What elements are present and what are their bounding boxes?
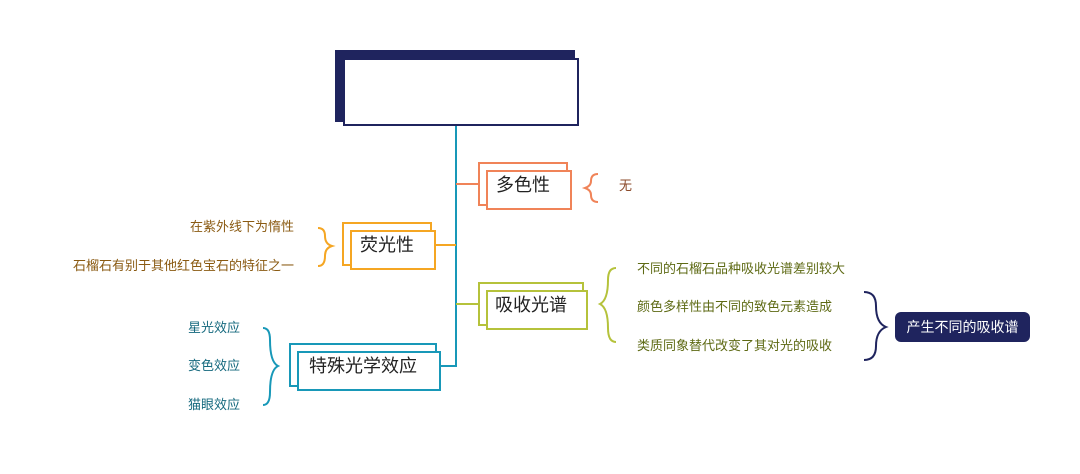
- leaf-xishouguangpu-1: 不同的石榴石品种吸收光谱差别较大: [637, 262, 846, 277]
- leaf-teshu-2: 变色效应: [187, 359, 240, 374]
- leaf-yingguangxing-1: 在紫外线下为惰性: [189, 220, 294, 235]
- brace-ying: [317, 227, 336, 267]
- leaf-xishouguangpu-2: 颜色多样性由不同的致色元素造成: [637, 300, 833, 315]
- brace-duo: [581, 173, 599, 203]
- brace-result: [863, 291, 889, 361]
- branch-node-yingguangxing[interactable]: 荧光性: [342, 222, 436, 270]
- leaf-xishouguangpu-3: 类质同象替代改变了其对光的吸收: [637, 339, 833, 354]
- branch-node-duosexing[interactable]: 多色性: [478, 162, 572, 210]
- branch-node-xishouguangpu[interactable]: 吸收光谱: [478, 282, 588, 330]
- result-node[interactable]: 产生不同的吸收谱: [895, 312, 1030, 342]
- brace-te: [262, 327, 281, 406]
- leaf-yingguangxing-2: 石榴石有别于其他红色宝石的特征之一: [72, 259, 294, 274]
- leaf-duosexing-1: 无: [619, 179, 633, 194]
- leaf-teshu-1: 星光效应: [187, 321, 240, 336]
- branch-node-teshuguangxuexiaoying[interactable]: 特殊光学效应: [289, 343, 441, 391]
- root-node[interactable]: 其他光学性质: [335, 50, 579, 126]
- brace-xi: [597, 267, 617, 343]
- leaf-teshu-3: 猫眼效应: [187, 398, 240, 413]
